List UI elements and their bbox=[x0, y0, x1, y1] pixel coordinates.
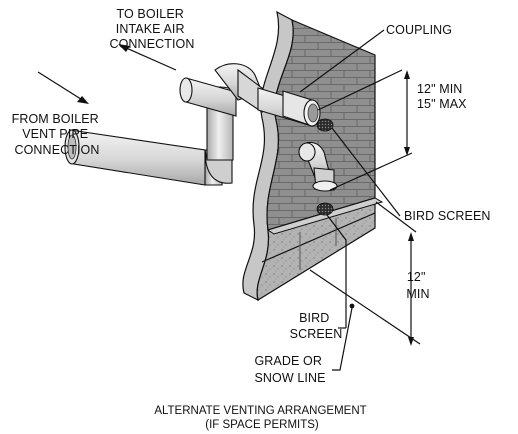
foundation bbox=[256, 197, 376, 301]
bird-screen-label: BIRD SCREEN bbox=[404, 209, 491, 223]
intake-arrow bbox=[118, 44, 177, 71]
upper-spacing-label: 12" MIN 15" MAX bbox=[417, 82, 467, 111]
bird-screen-bottom-label: BIRD SCREEN bbox=[290, 311, 343, 341]
vent-arrow bbox=[37, 71, 89, 104]
coupling-label: COUPLING bbox=[386, 23, 452, 37]
leader-lines bbox=[299, 29, 421, 371]
vent-label: FROM BOILER VENT PIPE CONNECTION bbox=[12, 112, 103, 157]
bird-screen-lower bbox=[316, 202, 334, 216]
exhaust-elbow bbox=[298, 141, 338, 192]
lower-spacing-label: 12" MIN bbox=[406, 270, 429, 301]
intake-label: TO BOILER INTAKE AIR CONNECTION bbox=[109, 7, 194, 51]
intake-pipe bbox=[179, 63, 321, 127]
grade-line-label: GRADE OR SNOW LINE bbox=[254, 354, 325, 385]
figure-caption: ALTERNATE VENTING ARRANGEMENT (IF SPACE … bbox=[154, 405, 369, 431]
bird-screen-upper bbox=[316, 118, 334, 132]
